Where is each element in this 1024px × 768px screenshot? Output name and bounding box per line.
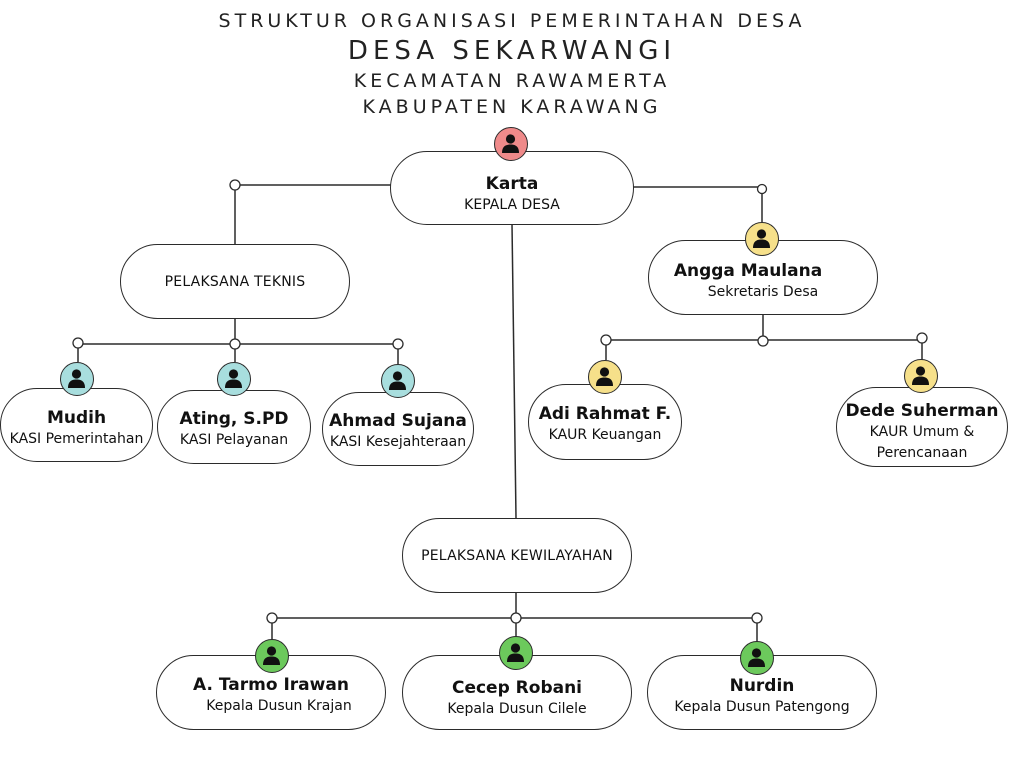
- kaur-card-2: Dede Suherman KAUR Umum & Perencanaan: [836, 387, 1008, 467]
- connector-node: [916, 332, 928, 344]
- technical-role: KASI Pemerintahan: [9, 430, 144, 447]
- technical-role: KASI Pelayanan: [179, 431, 289, 448]
- secretary-role: Sekretaris Desa: [707, 284, 819, 300]
- regional-role: Kepala Dusun Patengong: [674, 699, 850, 715]
- connector-node: [229, 179, 241, 191]
- connector-node: [392, 338, 404, 350]
- person-icon: [381, 364, 415, 398]
- person-icon: [745, 222, 779, 256]
- technical-card-2: Ating, S.PD KASI Pelayanan: [157, 390, 311, 464]
- regional-name: A. Tarmo Irawan: [193, 675, 349, 695]
- kaur-name: Dede Suherman: [845, 401, 999, 421]
- header-line-1: STRUKTUR ORGANISASI PEMERINTAHAN DESA: [218, 10, 806, 32]
- regional-name: Nurdin: [729, 676, 795, 696]
- person-icon: [255, 639, 289, 673]
- head-name: Karta: [485, 173, 539, 194]
- person-icon: [588, 360, 622, 394]
- connector-node: [757, 335, 769, 347]
- connector-node: [266, 612, 278, 624]
- technical-card-3: Ahmad Sujana KASI Kesejahteraan: [322, 392, 474, 466]
- technical-name: Mudih: [46, 407, 107, 428]
- head-card: Karta KEPALA DESA: [390, 151, 634, 225]
- header-district: KECAMATAN RAWAMERTA: [353, 70, 671, 92]
- regional-role: Kepala Dusun Cilele: [447, 701, 587, 717]
- kaur-role-line-1: KAUR Umum &: [869, 424, 975, 440]
- connector-node: [600, 334, 612, 346]
- connector-node: [72, 337, 84, 349]
- technical-card-1: Mudih KASI Pemerintahan: [0, 388, 153, 462]
- person-icon: [60, 362, 94, 396]
- connector-node: [756, 183, 768, 195]
- regional-role: Kepala Dusun Krajan: [206, 698, 352, 714]
- technical-group-card: PELAKSANA TEKNIS: [120, 244, 350, 319]
- technical-group-label: PELAKSANA TEKNIS: [164, 273, 306, 290]
- connector-node: [229, 338, 241, 350]
- technical-name: Ating, S.PD: [179, 408, 289, 429]
- regional-name: Cecep Robani: [451, 678, 583, 698]
- regional-group-label: PELAKSANA KEWILAYAHAN: [421, 547, 613, 564]
- kaur-card-1: Adi Rahmat F. KAUR Keuangan: [528, 384, 682, 460]
- connector-node: [751, 612, 763, 624]
- person-icon: [217, 362, 251, 396]
- header-regency: KABUPATEN KARAWANG: [362, 96, 662, 118]
- technical-name: Ahmad Sujana: [329, 410, 467, 431]
- kaur-role: KAUR Keuangan: [548, 426, 662, 443]
- header-village-name: DESA SEKARWANGI: [347, 36, 677, 66]
- person-icon: [494, 127, 528, 161]
- technical-role: KASI Kesejahteraan: [329, 433, 467, 450]
- person-icon: [499, 636, 533, 670]
- kaur-name: Adi Rahmat F.: [538, 403, 672, 424]
- kaur-role-line-2: Perencanaan: [876, 445, 968, 461]
- regional-group-card: PELAKSANA KEWILAYAHAN: [402, 518, 632, 593]
- person-icon: [904, 359, 938, 393]
- connector-head-regional: [511, 223, 517, 519]
- head-role: KEPALA DESA: [464, 196, 560, 213]
- connector-node: [510, 612, 522, 624]
- secretary-name: Angga Maulana: [673, 261, 823, 281]
- person-icon: [740, 641, 774, 675]
